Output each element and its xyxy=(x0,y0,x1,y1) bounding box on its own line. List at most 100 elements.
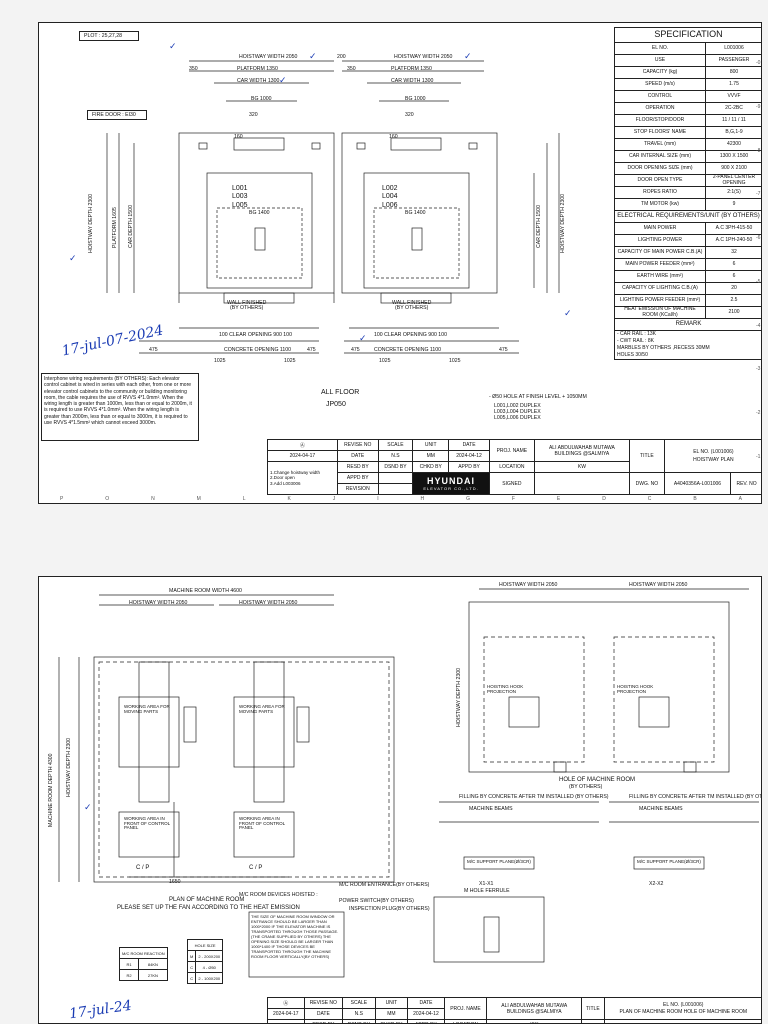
scale-label: SCALE xyxy=(342,997,376,1009)
check-mark-icon: ✓ xyxy=(464,51,472,61)
working-area-label: WORKING AREA FOR MOVING PARTS xyxy=(124,704,170,714)
car-depth-label: CAR DEPTH 1500 xyxy=(128,205,134,248)
machine-room-width-label: MACHINE ROOM WIDTH 4600 xyxy=(169,588,242,594)
plot-box: PLOT : 25,27,28 xyxy=(79,31,139,41)
concrete-opening-label: CONCRETE OPENING 1100 xyxy=(374,347,442,353)
hole-mr-title: HOLE OF MACHINE ROOM xyxy=(559,777,636,783)
spec-key: EL NO. xyxy=(614,42,706,55)
cwt-dim-label: 320 xyxy=(405,112,414,118)
logo-subtext: ELEVATOR CO.,LTD. xyxy=(423,486,479,491)
elec-row: LIGHTING POWER FEEDER (mm²)2.5 xyxy=(614,294,761,307)
edge-letter: H xyxy=(420,496,425,502)
check-mark-icon: ✓ xyxy=(69,253,77,263)
reaction-key: R1 xyxy=(118,958,140,970)
logo-text: HYUNDAI xyxy=(427,476,476,486)
hoistway-drawing xyxy=(106,60,560,354)
hole-size-title: HOLE SIZE xyxy=(186,939,224,951)
all-floor-label: ALL FLOOR xyxy=(321,389,360,396)
title-value-cell: EL NO. (L001006) PLAN OF MACHINE ROOM HO… xyxy=(603,997,761,1020)
platform-label: PLATFORM 1350 xyxy=(391,66,432,72)
edge-number: -4 xyxy=(756,322,761,329)
elec-value: A.C 3PH-415-50 xyxy=(705,222,761,235)
machine-beams-label: MACHINE BEAMS xyxy=(639,806,683,812)
hoistway-width-label: HOISTWAY WIDTH 2050 xyxy=(394,54,453,60)
clear-opening-label: 100 CLEAR OPENING 900 100 xyxy=(219,332,292,338)
remark-cell: - CAR RAIL : 13K - CWT RAIL : 8K MARBLES… xyxy=(614,330,761,360)
elec-key: MAIN POWER FEEDER (mm²) xyxy=(614,258,706,271)
location-value: KW xyxy=(533,461,630,473)
machine-room-sheet: MACHINE ROOM WIDTH 4600 HOISTWAY WIDTH 2… xyxy=(38,576,762,1024)
spec-value: B,G,1-9 xyxy=(705,126,761,139)
spec-key: TM MOTOR (kw) xyxy=(614,198,706,211)
remark-item: MARBLES BY OTHERS ,RECESS 30MM xyxy=(617,345,710,351)
hoistway-depth-label: HOISTWAY DEPTH 2300 xyxy=(66,738,72,797)
proj-name-label: PROJ. NAME xyxy=(443,997,488,1020)
elec-value: 20 xyxy=(705,282,761,295)
edge-letter: E xyxy=(556,496,561,502)
title-value-cell: EL NO. (L001006) HOISTWAY PLAN xyxy=(663,439,761,473)
hoisting-hook-label: HOISTING HOOK PROJECTION xyxy=(617,684,654,694)
fire-door-box: FIRE DOOR : EI30 xyxy=(87,110,147,120)
section-x1-label: X1-X1 xyxy=(479,881,494,887)
spec-value: 1300 X 1500 xyxy=(705,150,761,163)
working-area-label: WORKING AREA FOR MOVING PARTS xyxy=(239,704,285,714)
revise-no-label: REVISE NO xyxy=(303,997,344,1009)
title-block: Ⓐ REVISE NO SCALE UNIT DATE PROJ. NAME A… xyxy=(267,997,761,1023)
edge-letter: L xyxy=(242,496,246,502)
duplex-item: L003,L004 DUPLEX xyxy=(494,409,541,416)
check-mark-icon: ✓ xyxy=(564,308,572,318)
spec-key: DOOR OPENING SIZE (mm) xyxy=(614,162,706,175)
elec-title: ELECTRICAL REQUIREMENTS/UNIT (BY OTHERS) xyxy=(614,210,761,223)
car-label: L004 xyxy=(382,193,398,201)
edge-letter: O xyxy=(105,496,110,502)
date-label: DATE xyxy=(448,439,490,451)
hole-key: C xyxy=(186,961,197,973)
rev-no-label: REV. NO xyxy=(730,472,761,495)
car-label: L005 xyxy=(232,201,248,209)
wall-finished-label: WALL FINISHED (BY OTHERS) xyxy=(227,300,267,312)
location-label: LOCATION xyxy=(488,461,535,473)
spec-key: SPEED (m/s) xyxy=(614,78,706,91)
machine-beams-label: MACHINE BEAMS xyxy=(469,806,513,812)
spec-key: DOOR OPEN TYPE xyxy=(614,174,706,187)
hoistway-width-label: HOISTWAY WIDTH 2050 xyxy=(129,600,188,606)
proj-name-label: PROJ. NAME xyxy=(488,439,535,462)
elec-row: MAIN POWER FEEDER (mm²)6 xyxy=(614,258,761,271)
spec-row: CAR INTERNAL SIZE (mm)1300 X 1500 xyxy=(614,150,761,163)
car-labels-left: L001 L003 L005 xyxy=(232,185,248,210)
spec-row: SPEED (m/s)1.75 xyxy=(614,78,761,91)
edge-letter: N xyxy=(151,496,155,502)
hole-value: 2 - 100X200 xyxy=(195,972,224,984)
check-mark-icon: ✓ xyxy=(84,802,92,812)
side-label: 350 xyxy=(347,66,356,72)
change-item: 2.Door open xyxy=(270,475,295,481)
edge-number: -0 xyxy=(756,60,761,66)
reaction-title: M/C ROOM REACTION xyxy=(119,947,168,959)
car-label: L006 xyxy=(382,201,398,209)
spec-value: 800 xyxy=(705,66,761,79)
control-panel-label: C / P xyxy=(249,865,263,871)
elec-row: CAPACITY OF LIGHTING C.B.(A)20 xyxy=(614,282,761,295)
reaction-value: 27KN xyxy=(138,969,168,981)
spec-key: CAR INTERNAL SIZE (mm) xyxy=(614,150,706,163)
bg-label: BG 1000 xyxy=(405,96,426,102)
side-475-label: 475 xyxy=(499,347,508,353)
spec-key: ROPES RATIO xyxy=(614,186,706,199)
dwg-no-value: A4040356A-L001006 xyxy=(663,472,732,495)
machine-room-depth-label: MACHINE ROOM DEPTH 4300 xyxy=(48,753,54,827)
platform-label: PLATFORM 1350 xyxy=(237,66,278,72)
edge-letter: D xyxy=(602,496,606,502)
appd-by-label: APPD BY xyxy=(407,1019,445,1023)
spec-value: 900 X 2100 xyxy=(705,162,761,175)
jp-code-label: JP050 xyxy=(326,401,346,408)
check-mark-icon: ✓ xyxy=(169,41,177,51)
rev-date: 2024-04-17 xyxy=(267,1008,305,1020)
remark-item: HOLES 30/50 xyxy=(617,352,648,358)
fire-door-label: FIRE DOOR : EI30 xyxy=(92,112,136,118)
power-switch-label: POWER SWITCH(BY OTHERS) xyxy=(339,898,414,904)
scale-value: N.S xyxy=(342,1008,376,1020)
